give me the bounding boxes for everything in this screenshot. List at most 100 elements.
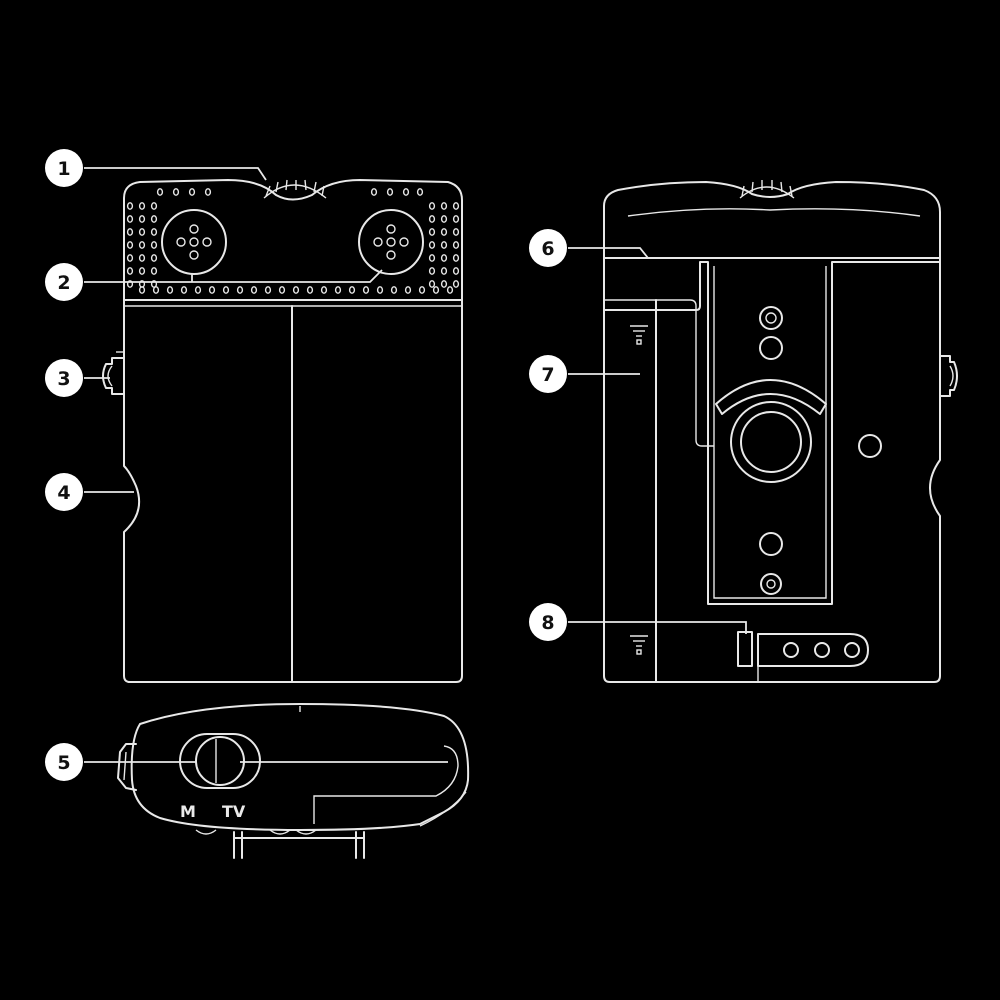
grille-dot	[126, 215, 134, 223]
grille-dot	[150, 241, 158, 249]
grille-dot	[390, 286, 398, 294]
grille-dot	[440, 280, 448, 288]
callout-2-number: 2	[57, 272, 70, 294]
grille-dot	[452, 215, 460, 223]
right-speaker	[358, 209, 424, 275]
grille-dot	[428, 280, 436, 288]
grille-dot	[452, 267, 460, 275]
grille-dot	[334, 286, 342, 294]
grille-dot	[188, 188, 196, 196]
left-speaker	[161, 209, 227, 275]
grille-dot	[166, 286, 174, 294]
grille-dot	[126, 241, 134, 249]
callout-3: 3	[45, 359, 83, 397]
callout-1-number: 1	[57, 158, 70, 180]
grille-dot	[126, 267, 134, 275]
grille-dot	[150, 228, 158, 236]
front-view	[102, 179, 463, 683]
grille-dot	[348, 286, 356, 294]
side-jack	[102, 351, 125, 395]
grille-dot	[138, 228, 146, 236]
mode-switch[interactable]	[179, 733, 261, 789]
grille-dot	[278, 286, 286, 294]
callout-2: 2	[45, 263, 83, 301]
leader-lines	[84, 167, 747, 763]
grille-dot	[138, 241, 146, 249]
callout-6-number: 6	[541, 238, 554, 260]
grille-dot	[452, 228, 460, 236]
grille-dot	[440, 228, 448, 236]
clip-screw-bottom	[760, 573, 782, 595]
grille-dot	[126, 228, 134, 236]
grille-dot	[152, 286, 160, 294]
grille-dot	[156, 188, 164, 196]
grille-dot	[150, 267, 158, 275]
grille-dot	[138, 254, 146, 262]
grille-dot	[180, 286, 188, 294]
callout-5-number: 5	[57, 752, 70, 774]
grille-dot	[208, 286, 216, 294]
callout-8: 8	[529, 603, 567, 641]
battery-marker-top	[630, 325, 648, 345]
grille-dot	[440, 215, 448, 223]
grille-dot	[440, 254, 448, 262]
callout-4: 4	[45, 473, 83, 511]
back-view	[603, 180, 958, 683]
grille-dot	[452, 202, 460, 210]
back-body-outline	[603, 181, 941, 683]
callout-8-number: 8	[541, 612, 554, 634]
clip-arc-bracket	[715, 379, 827, 415]
grille-dot	[402, 188, 410, 196]
grille-dot	[432, 286, 440, 294]
grille-dot	[126, 254, 134, 262]
bottom-stand	[195, 829, 365, 859]
grille-dot	[440, 202, 448, 210]
grille-dot	[150, 202, 158, 210]
bottom-view: M TV	[117, 703, 470, 859]
grille-dot	[150, 215, 158, 223]
grille-dot	[428, 241, 436, 249]
callout-7: 7	[529, 355, 567, 393]
grille-dot	[370, 188, 378, 196]
grille-dot	[428, 254, 436, 262]
grille-dot	[236, 286, 244, 294]
grille-dot	[264, 286, 272, 294]
callout-1: 1	[45, 149, 83, 187]
grille-dot	[138, 202, 146, 210]
grille-dot	[172, 188, 180, 196]
grille-dot	[222, 286, 230, 294]
callout-3-number: 3	[57, 368, 70, 390]
grille-dot	[446, 286, 454, 294]
front-body-outline	[123, 179, 463, 683]
grille-dot	[138, 267, 146, 275]
grille-dot	[138, 215, 146, 223]
grille-dot	[418, 286, 426, 294]
grille-dot	[126, 202, 134, 210]
grille-dot	[440, 267, 448, 275]
volume-dial	[263, 179, 327, 199]
grille-dot	[376, 286, 384, 294]
grille-dot	[452, 241, 460, 249]
switch-label-tv: TV	[222, 802, 246, 821]
grille-dot	[250, 286, 258, 294]
switch-label-m: M	[180, 802, 196, 821]
grille-dot	[320, 286, 328, 294]
speaker-grille-dots	[126, 188, 460, 294]
grille-dot	[440, 241, 448, 249]
battery-marker-bottom	[630, 635, 648, 655]
clip-hole-top	[759, 336, 783, 360]
grille-dot	[306, 286, 314, 294]
grille-dot	[404, 286, 412, 294]
clip-screw-top	[759, 306, 783, 330]
grille-dot	[362, 286, 370, 294]
clip-hole-bottom	[759, 532, 783, 556]
grille-dot	[386, 188, 394, 196]
grille-dot	[416, 188, 424, 196]
callout-4-number: 4	[57, 482, 70, 504]
grille-dot	[452, 280, 460, 288]
grille-dot	[428, 202, 436, 210]
grille-dot	[428, 228, 436, 236]
grille-dot	[292, 286, 300, 294]
grille-dot	[428, 215, 436, 223]
